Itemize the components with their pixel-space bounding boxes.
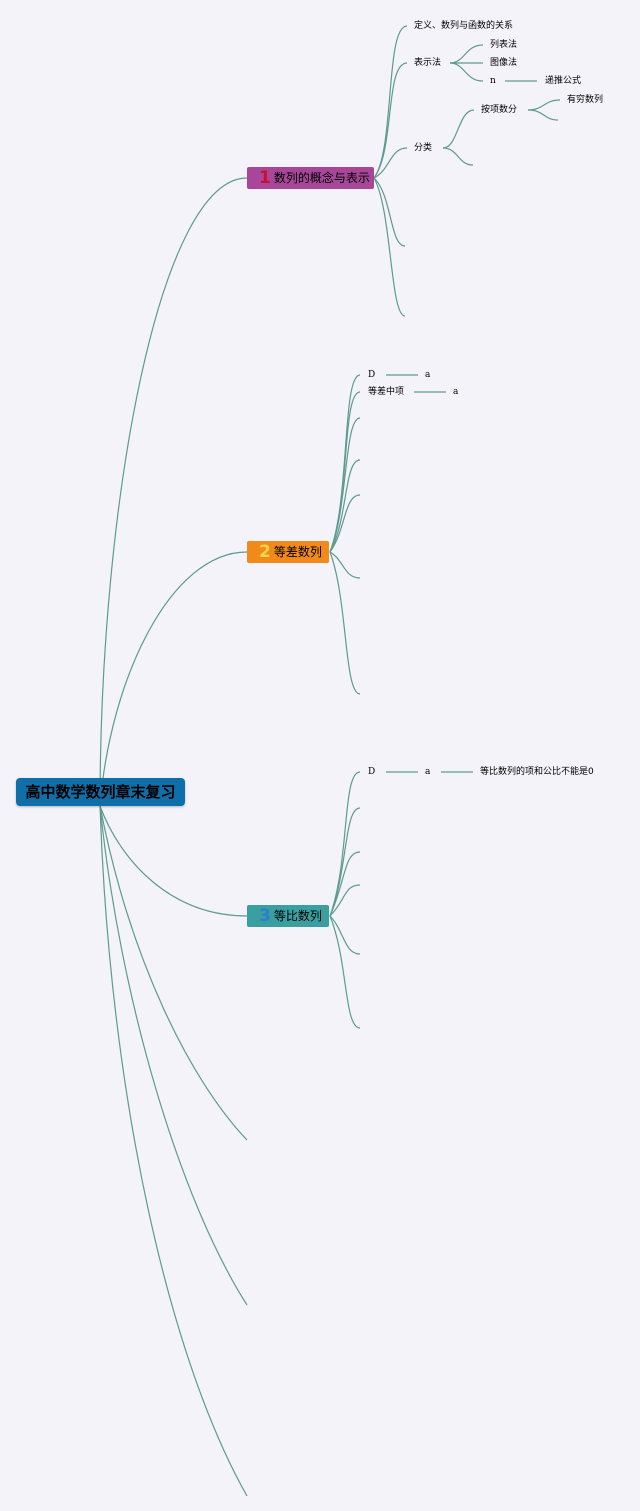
connector-root-branch-2 [99, 551, 248, 807]
leaf-representation[interactable]: 表示法 [414, 58, 442, 68]
connector-b1-empty-1 [373, 177, 406, 247]
root-topic[interactable]: 高中数学数列章末复习 [16, 778, 185, 806]
connector-root-branch-3 [99, 805, 248, 917]
connector-b1-classification [373, 147, 408, 179]
branch-number-3: 3 [259, 906, 271, 926]
connector-root-empty-3 [99, 805, 248, 1497]
connector-b3-def [329, 771, 361, 917]
connector-root-empty-1 [99, 805, 248, 1141]
leaf-geo-def-a[interactable]: a [425, 767, 431, 777]
connector-root-branch-1 [99, 177, 248, 807]
leaf-graph-method[interactable]: 图像法 [490, 58, 518, 68]
branch-label: 等比数列 [273, 909, 322, 923]
leaf-by-term-count[interactable]: 按项数分 [481, 105, 518, 115]
connector-b1-representation [373, 62, 408, 179]
branch-number-1: 1 [259, 168, 271, 188]
leaf-geo-nonzero-note[interactable]: 等比数列的项和公比不能是0 [480, 767, 594, 777]
leaf-definition[interactable]: 定义、数列与函数的关系 [414, 21, 514, 31]
leaf-finite-sequence[interactable]: 有穷数列 [567, 95, 604, 105]
leaf-n-term[interactable]: n [490, 76, 496, 86]
leaf-arith-middle-a[interactable]: a [453, 387, 459, 397]
leaf-geo-definition[interactable]: D [368, 767, 376, 777]
branch-label: 数列的概念与表示 [273, 171, 370, 185]
branch-number-2: 2 [259, 542, 271, 562]
leaf-arith-definition[interactable]: D [368, 370, 376, 380]
leaf-list-method[interactable]: 列表法 [490, 40, 518, 50]
connector-b1-definition [373, 25, 408, 179]
leaf-arith-middle-term[interactable]: 等差中项 [368, 387, 405, 397]
leaf-arith-def-a[interactable]: a [425, 370, 431, 380]
connector-b1-empty-2 [373, 177, 406, 317]
branch-label: 等差数列 [273, 545, 322, 559]
connector-root-empty-2 [99, 805, 248, 1306]
leaf-recursive-formula[interactable]: 递推公式 [545, 76, 582, 86]
leaf-classification[interactable]: 分类 [414, 143, 433, 153]
